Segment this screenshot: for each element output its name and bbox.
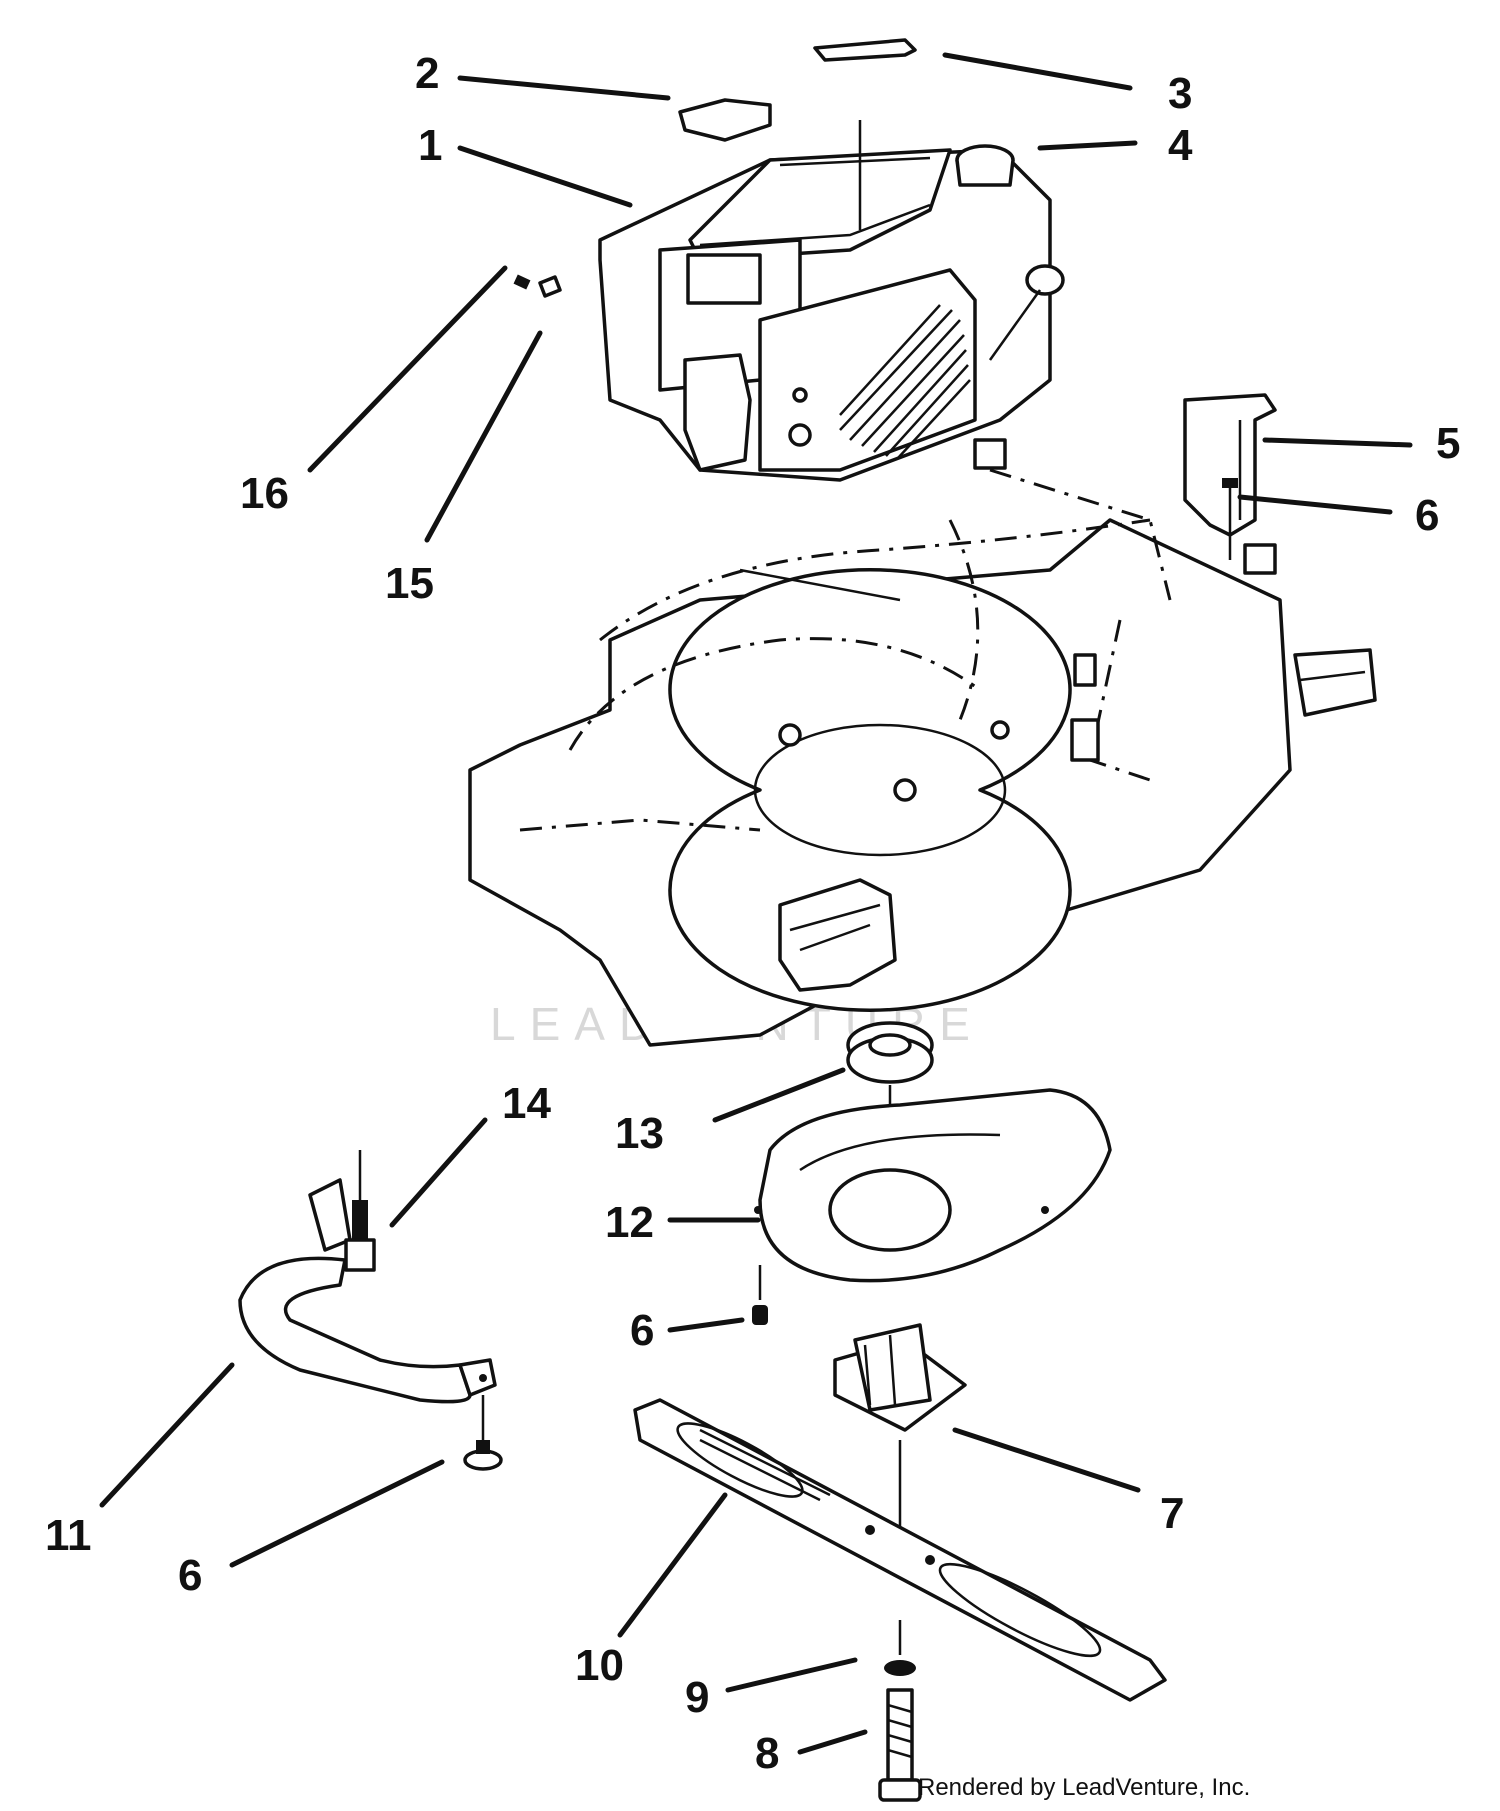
callout-8: 8 (755, 1729, 779, 1778)
callout-1: 1 (418, 121, 442, 170)
decal-part-3 (813, 38, 917, 62)
engine-assembly (598, 120, 1065, 482)
callout-14: 14 (502, 1079, 551, 1128)
callout-4: 4 (1168, 121, 1193, 170)
bracket-part-5 (1183, 393, 1277, 560)
callout-7: 7 (1160, 1489, 1184, 1538)
callout-6-bail: 6 (178, 1551, 202, 1600)
bolt-washer-15-16 (513, 274, 562, 298)
pivot-bolt-part-14 (344, 1150, 376, 1272)
bail-part-11 (238, 1178, 497, 1440)
blade-adapter-part-7 (833, 1323, 967, 1540)
callout-10: 10 (575, 1641, 624, 1690)
callout-11: 11 (45, 1511, 92, 1560)
mower-deck-housing (468, 438, 1377, 1047)
callout-6-bracket: 6 (1415, 491, 1439, 540)
gasket-part-2 (678, 98, 772, 142)
callout-16: 16 (240, 469, 289, 518)
callout-3: 3 (1168, 69, 1192, 118)
callout-5: 5 (1436, 419, 1460, 468)
callout-13: 13 (615, 1109, 664, 1158)
callout-6-baffle: 6 (630, 1306, 654, 1355)
leader-lines (99, 52, 1413, 1755)
credit-text: Rendered by LeadVenture, Inc. (918, 1774, 1250, 1801)
callout-2: 2 (415, 49, 439, 98)
mower-blade-part-10 (633, 1398, 1167, 1702)
baffle-part-12 (754, 1088, 1112, 1283)
callout-9: 9 (685, 1673, 709, 1722)
blade-bolt-part-8 (878, 1688, 922, 1802)
screw-part-6-center (752, 1265, 768, 1325)
callout-labels: 1 2 3 4 5 6 6 6 7 8 9 10 11 12 13 14 15 … (45, 49, 1460, 1778)
callout-15: 15 (385, 559, 434, 608)
callout-12: 12 (605, 1198, 654, 1247)
washer-part-9 (884, 1620, 916, 1676)
screw-part-6-lower (463, 1440, 503, 1471)
